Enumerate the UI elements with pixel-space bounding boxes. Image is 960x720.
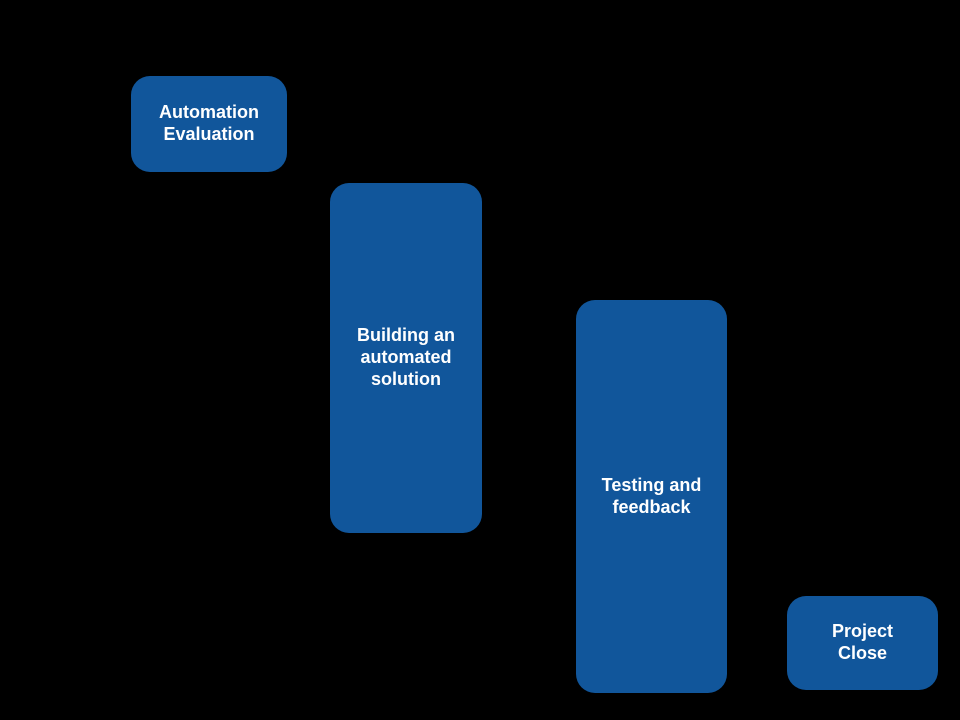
phase-label-project-close: Project Close xyxy=(831,621,894,663)
phase-label-testing-and-feedback: Testing and feedback xyxy=(601,474,702,517)
phase-label-building-an-automated-solution: Building an automated solution xyxy=(357,325,455,389)
phase-node-automation-evaluation: Automation Evaluation xyxy=(131,76,287,172)
phase-node-project-close: Project Close xyxy=(787,596,938,690)
phase-node-testing-and-feedback: Testing and feedback xyxy=(576,300,727,693)
phase-label-automation-evaluation: Automation Evaluation xyxy=(159,102,259,144)
phase-node-building-an-automated-solution: Building an automated solution xyxy=(330,183,482,533)
